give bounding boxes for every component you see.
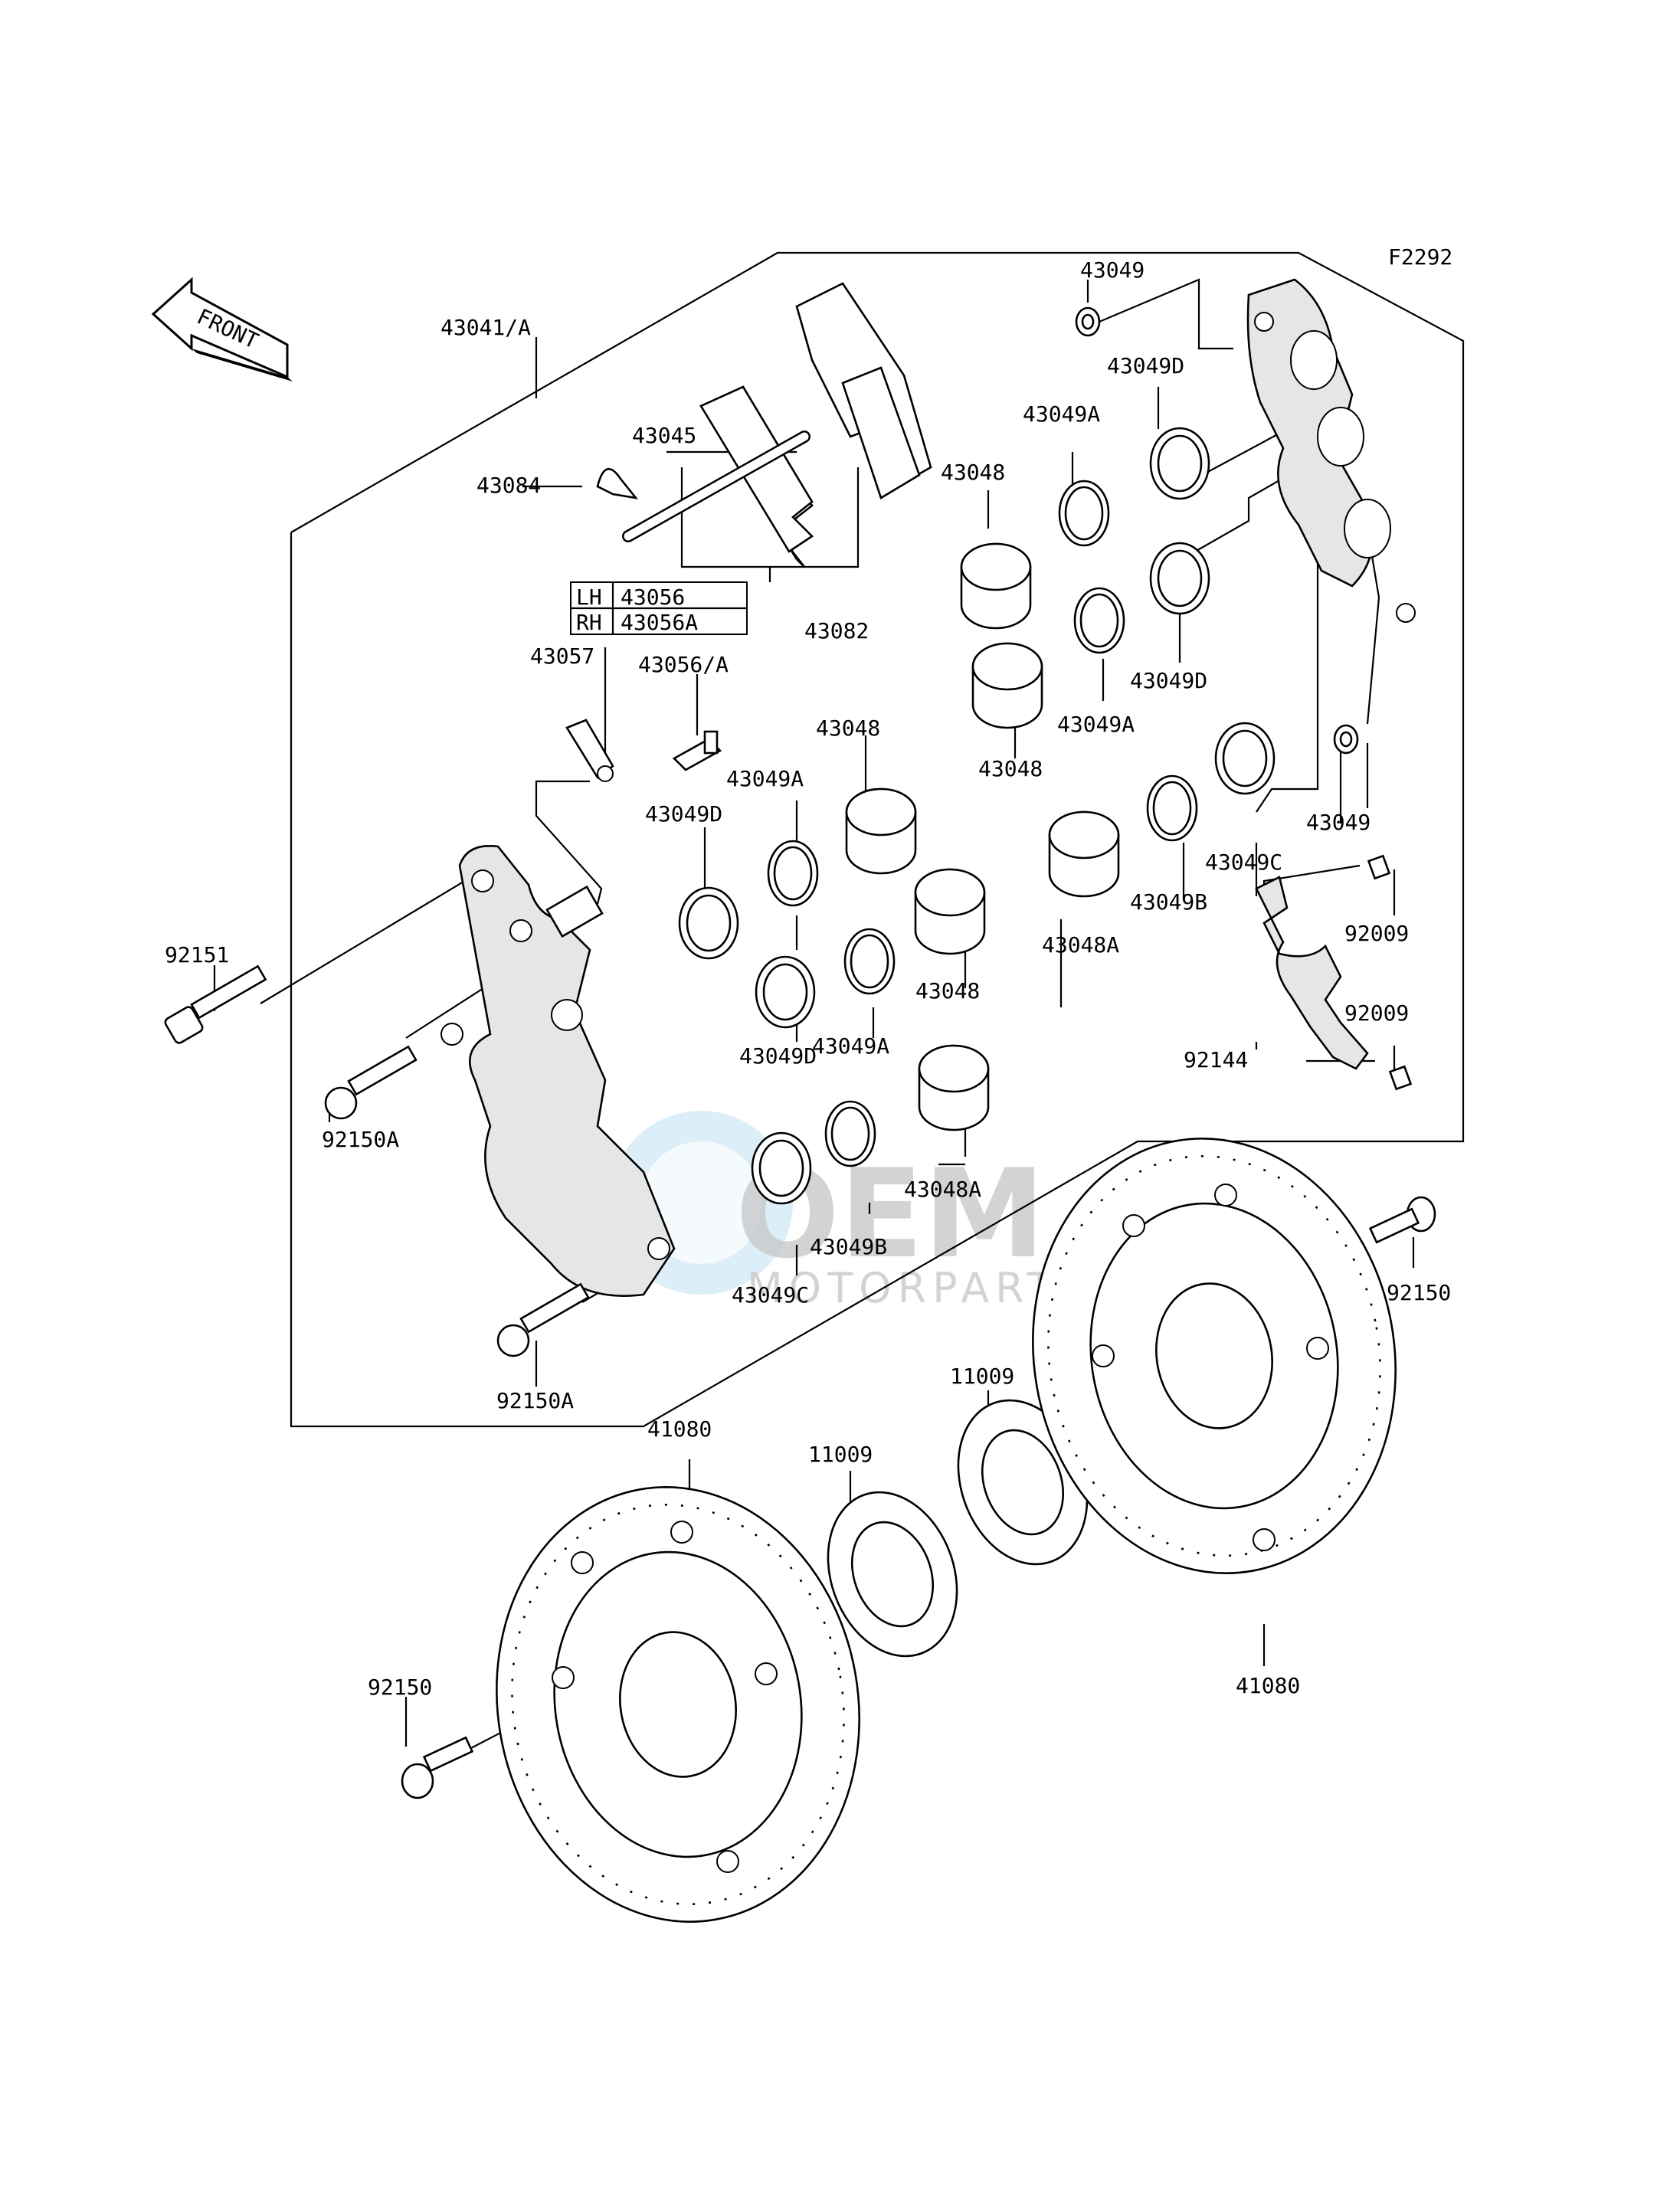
seal — [755, 955, 816, 1029]
label-11009-right: 11009 — [950, 1364, 1014, 1389]
bolt-92150-left — [401, 1736, 474, 1799]
watermark-sub: MOTORPARTS — [747, 1264, 1091, 1312]
seals — [678, 427, 1276, 1205]
side-rh-part: 43056A — [621, 610, 698, 635]
label-43048a-center: 43048A — [904, 1177, 981, 1202]
brake-pad-left — [699, 385, 814, 568]
side-rh: RH — [576, 610, 602, 635]
label-43049a-c2: 43049A — [812, 1033, 889, 1059]
piston — [960, 542, 1032, 630]
seal — [1214, 722, 1276, 795]
label-92009-a: 92009 — [1344, 921, 1409, 946]
cotter-pin — [596, 468, 639, 499]
label-43049d-right: 43049D — [1130, 668, 1207, 693]
screw-92009-b — [1388, 1065, 1413, 1091]
seal — [1149, 542, 1210, 615]
label-43082: 43082 — [804, 618, 869, 643]
label-92144: 92144 — [1184, 1047, 1248, 1072]
label-43049-top: 43049 — [1080, 257, 1145, 283]
screw-92009-a — [1367, 854, 1391, 880]
label-43056-a: 43056/A — [638, 652, 729, 677]
seal — [678, 886, 739, 960]
seal — [1146, 774, 1198, 842]
side-lh: LH — [576, 584, 602, 610]
label-92150a-upper: 92150A — [322, 1127, 399, 1152]
seal — [751, 1131, 812, 1205]
brake-pad-right — [795, 282, 932, 499]
caliper-half-left — [440, 845, 676, 1297]
label-43049c-center: 43049C — [732, 1282, 809, 1308]
pad-pin — [622, 431, 811, 542]
seal — [843, 928, 896, 995]
piston — [914, 868, 986, 955]
label-11009-left: 11009 — [808, 1442, 873, 1467]
front-arrow-icon: FRONT — [151, 277, 293, 381]
washer — [1075, 306, 1101, 337]
label-43057: 43057 — [530, 643, 594, 669]
bleeder-cap — [565, 719, 614, 782]
label-43084: 43084 — [476, 473, 541, 498]
label-43049a-c1: 43049A — [726, 766, 804, 791]
label-41080-left: 41080 — [647, 1416, 712, 1442]
caliper-half-right — [1246, 278, 1416, 623]
pad-spring — [1255, 876, 1369, 1070]
bolt-92150a-upper — [324, 1045, 418, 1120]
label-43049d-c2: 43049D — [739, 1043, 817, 1069]
label-43048a-right: 43048A — [1042, 932, 1119, 958]
side-lh-part: 43056 — [621, 584, 685, 610]
brake-disc-left — [496, 1486, 860, 1923]
label-92150a-lower: 92150A — [496, 1388, 574, 1413]
label-92009-b: 92009 — [1344, 1000, 1409, 1026]
label-43049c-right: 43049C — [1205, 850, 1282, 875]
seal — [824, 1100, 876, 1167]
label-43049a-right: 43049A — [1057, 712, 1135, 737]
label-43049b-right: 43049B — [1130, 889, 1207, 915]
label-43048-mid: 43048 — [978, 756, 1043, 781]
washer — [1333, 724, 1359, 755]
label-43048-c2: 43048 — [915, 978, 980, 1004]
part-labels: 43041/A 43045 43084 43082 43057 43056/A … — [165, 257, 1451, 1700]
label-43049b-center: 43049B — [810, 1234, 887, 1259]
label-92150-left: 92150 — [368, 1675, 432, 1700]
label-43048-top: 43048 — [941, 460, 1005, 485]
bolt-92150-right — [1368, 1196, 1436, 1244]
piston — [971, 642, 1043, 729]
side-table: LH 43056 RH 43056A — [570, 581, 748, 635]
label-92150-right: 92150 — [1387, 1280, 1451, 1305]
label-43049a-top: 43049A — [1023, 401, 1100, 427]
label-92151: 92151 — [165, 942, 229, 968]
pistons — [845, 542, 1120, 1131]
piston — [1048, 810, 1120, 898]
label-41080-right: 41080 — [1236, 1673, 1300, 1698]
piston — [845, 787, 917, 875]
brake-disc-right — [1032, 1138, 1397, 1574]
bolt-92151 — [164, 964, 267, 1044]
label-43049-right: 43049 — [1306, 810, 1371, 835]
seal — [1149, 427, 1210, 500]
label-43049d-top: 43049D — [1107, 353, 1184, 378]
label-43048-c1: 43048 — [816, 715, 880, 741]
label-43041-a: 43041/A — [440, 315, 531, 340]
figure-code: F2292 — [1388, 244, 1452, 270]
washers — [1075, 306, 1359, 755]
seal — [767, 840, 819, 907]
assembly-outline — [290, 251, 1465, 1428]
shim-left — [827, 1491, 958, 1658]
bleeder-valve — [672, 730, 722, 771]
bolt-92150a-lower — [496, 1282, 590, 1357]
seal — [1058, 480, 1110, 547]
label-43045: 43045 — [632, 423, 696, 448]
seal — [1073, 587, 1125, 654]
label-43049d-c1: 43049D — [645, 801, 722, 827]
piston — [918, 1044, 990, 1131]
